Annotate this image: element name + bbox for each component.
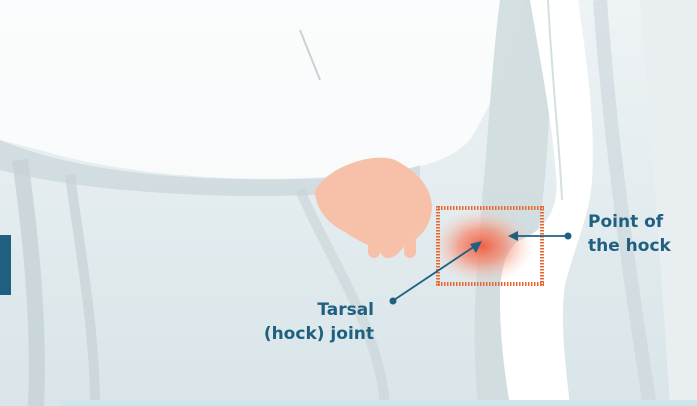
label-line: the hock	[588, 234, 671, 258]
label-line: Tarsal	[232, 298, 374, 322]
teat	[404, 236, 416, 258]
cow-body	[0, 0, 525, 179]
side-tab	[0, 235, 11, 295]
point-of-hock-dot	[565, 233, 572, 240]
bottom-strip	[62, 400, 697, 406]
tarsal-joint-dot	[390, 298, 397, 305]
label-line: Point of	[588, 210, 671, 234]
label-point-of-the-hock: Point of the hock	[588, 210, 671, 258]
teat	[368, 236, 380, 258]
label-line: (hock) joint	[232, 322, 374, 346]
label-tarsal-hock-joint: Tarsal (hock) joint	[232, 298, 374, 346]
inflammation-area	[430, 208, 534, 284]
